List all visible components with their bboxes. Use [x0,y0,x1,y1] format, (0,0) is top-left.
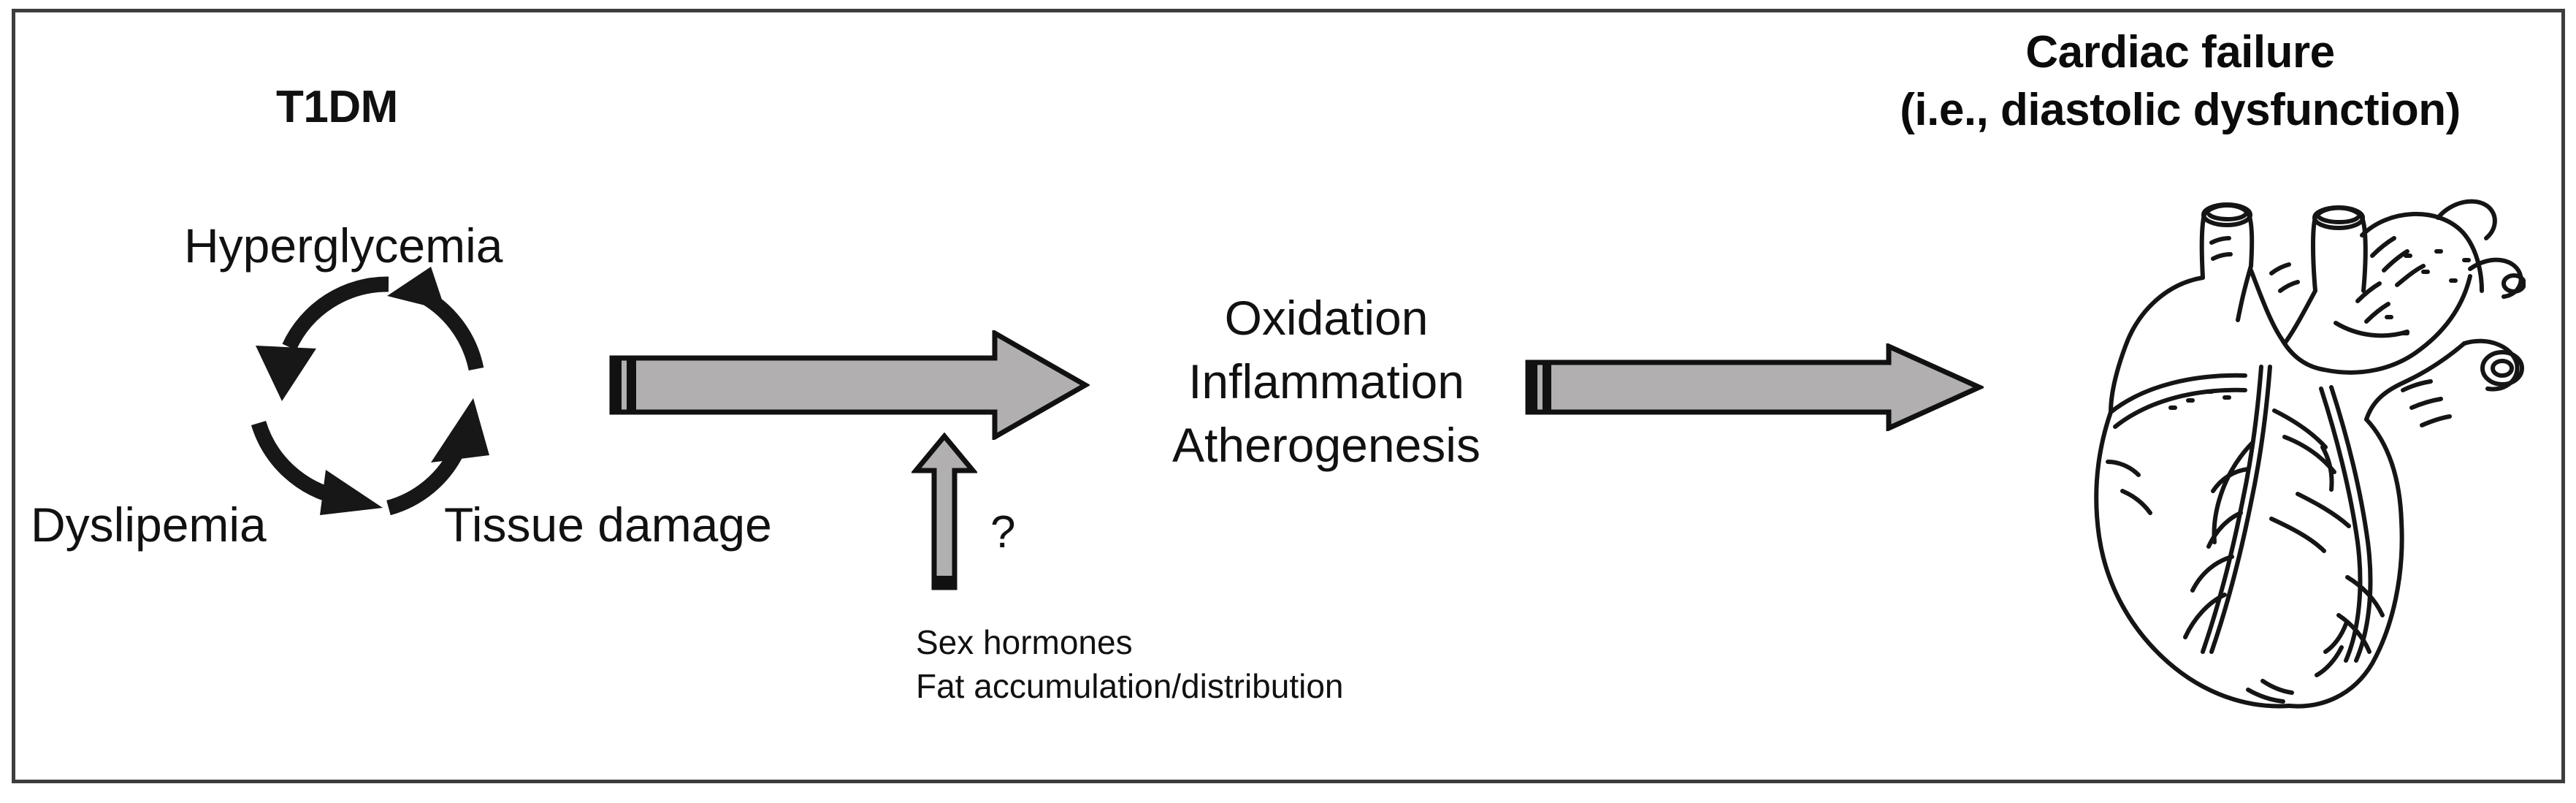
cardiac-failure-line2: (i.e., diastolic dysfunction) [1900,85,2461,136]
anatomical-heart-icon [2094,199,2526,709]
t1dm-label: T1DM [276,82,398,132]
factor-fat-accumulation-label: Fat accumulation/distribution [916,667,1344,705]
factor-sex-hormones-label: Sex hormones [916,623,1133,661]
cycle-node-tissue-damage-label: Tissue damage [444,498,772,552]
cardiac-failure-line1: Cardiac failure [2025,27,2335,77]
circular-cycle-arrows-icon [251,267,489,515]
up-block-arrow-icon [911,433,977,590]
right-block-arrow-icon [609,330,1090,440]
right-block-arrow-icon-secondary [1525,343,1984,431]
cycle-node-dyslipemia-label: Dyslipemia [31,498,267,552]
term-inflammation-label: Inflammation [1188,354,1464,409]
term-oxidation-label: Oxidation [1224,291,1429,345]
cardiac-failure-title: Cardiac failure (i.e., diastolic dysfunc… [1811,23,2549,140]
question-mark-label: ? [990,507,1016,557]
center-terms-group: Oxidation Inflammation Atherogenesis [1136,286,1516,477]
cycle-node-hyperglycemia-label: Hyperglycemia [184,218,503,273]
term-atherogenesis-label: Atherogenesis [1172,418,1480,473]
